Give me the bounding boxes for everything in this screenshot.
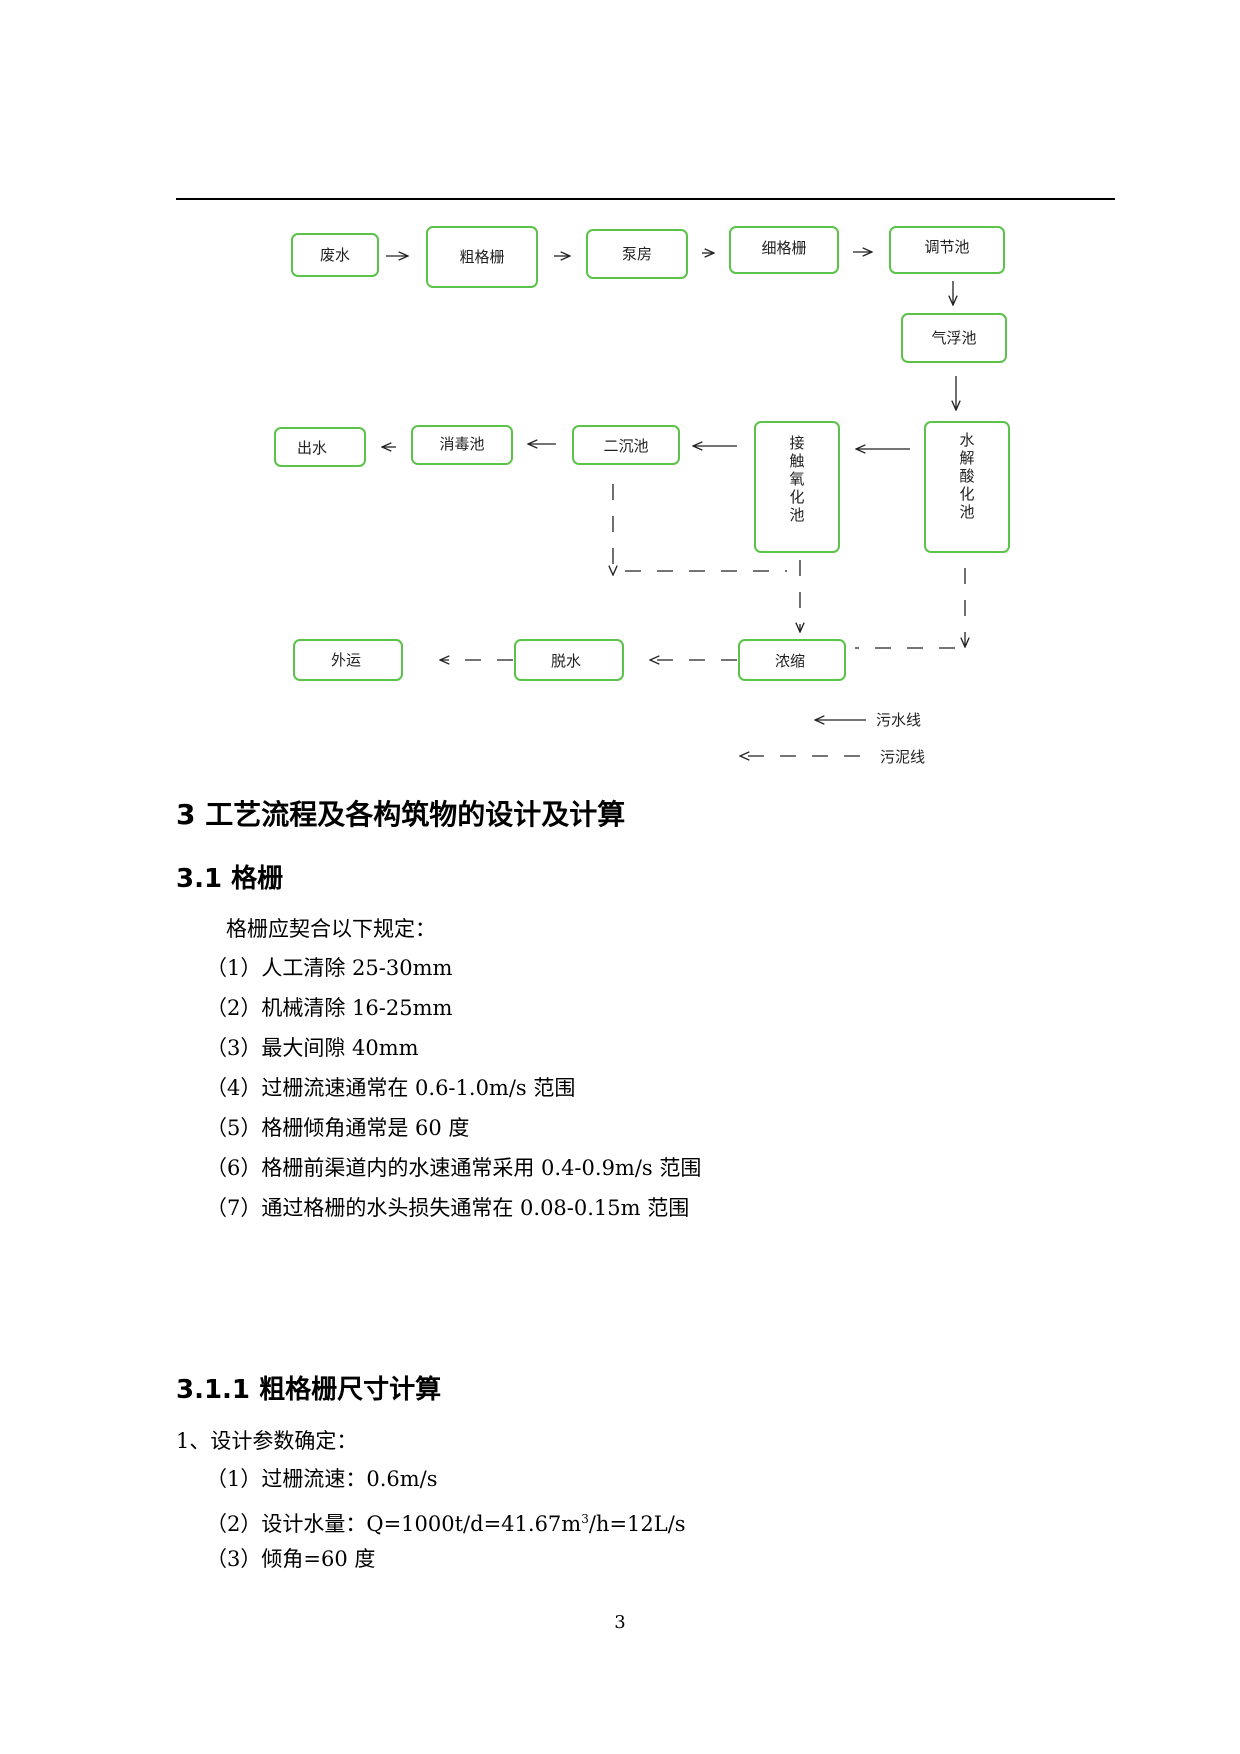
header-rule: [176, 198, 1115, 200]
rule-item: （6）格栅前渠道内的水速通常采用 0.4-0.9m/s 范围: [206, 1156, 702, 1180]
section-heading-3-1-1: 3.1.1 粗格栅尺寸计算: [176, 1375, 442, 1405]
param-item: （3）倾角=60 度: [206, 1547, 376, 1571]
param-item: （1）过栅流速：0.6m/s: [206, 1467, 438, 1491]
param-flow-suffix: /h=12L/s: [588, 1512, 686, 1536]
vertical-label-char: 酸: [959, 467, 974, 485]
vertical-label-char: 接: [789, 434, 804, 452]
vertical-label-char: 池: [959, 503, 974, 521]
node-dewatering-box: [514, 639, 624, 681]
node-disinfection-tank-label: 消毒池: [439, 435, 484, 453]
page-number: 3: [614, 1612, 626, 1633]
node-coarse-screen-box: [426, 226, 538, 288]
node-wastewater-label: 废水: [320, 246, 350, 264]
rule-item: （2）机械清除 16-25mm: [206, 996, 453, 1020]
node-coarse-screen-label: 粗格栅: [459, 248, 504, 266]
node-pump-house-label: 泵房: [622, 245, 652, 263]
node-dewatering-label: 脱水: [551, 652, 581, 670]
rule-item: （3）最大间隙 40mm: [206, 1036, 419, 1060]
node-secondary-clarifier-box: [572, 425, 680, 465]
node-thickening-label: 浓缩: [775, 652, 805, 670]
vertical-label-char: 触: [789, 452, 804, 470]
node-haul-away-label: 外运: [331, 651, 361, 669]
legend-sewage-line-label: 污水线: [876, 711, 921, 729]
design-params-list: （1）过栅流速：0.6m/s （2）设计水量：Q=1000t/d=41.67m3…: [206, 1464, 686, 1584]
node-pump-house-box: [586, 229, 688, 279]
param-flow-superscript: 3: [581, 1512, 589, 1526]
node-flotation-tank-box: [901, 313, 1007, 363]
legend-sludge-line-label: 污泥线: [880, 748, 925, 766]
vertical-label-char: 解: [959, 449, 974, 467]
vertical-label-char: 化: [959, 485, 974, 503]
design-params-title: 1、设计参数确定：: [176, 1429, 358, 1453]
vertical-label-char: 氧: [789, 470, 804, 488]
section-heading-3-1: 3.1 格栅: [176, 864, 284, 894]
node-haul-away-box: [293, 639, 403, 681]
node-wastewater-box: [291, 233, 379, 277]
screen-rules-list: （1）人工清除 25-30mm （2）机械清除 16-25mm （3）最大间隙 …: [206, 953, 701, 1233]
node-contact-oxidation-box: [754, 421, 840, 553]
node-fine-screen-box: [729, 226, 839, 274]
process-flow-diagram: 废水 粗格栅 泵房 细格栅 调节池 气浮池 二沉池 消毒池 出水 浓缩 脱水 外…: [274, 226, 1010, 766]
node-hydrolysis-tank-box: [924, 421, 1010, 553]
node-equalization-tank-label: 调节池: [924, 238, 969, 256]
node-flotation-tank-label: 气浮池: [931, 329, 976, 347]
legend: 污水线 污泥线: [740, 711, 925, 766]
screen-rules-intro: 格栅应契合以下规定：: [226, 917, 436, 941]
section-heading-3: 3 工艺流程及各构筑物的设计及计算: [176, 798, 626, 831]
rule-item: （1）人工清除 25-30mm: [206, 956, 453, 980]
vertical-label-char: 化: [789, 488, 804, 506]
rule-item: （5）格栅倾角通常是 60 度: [206, 1116, 470, 1140]
param-item: （2）设计水量：Q=1000t/d=41.67m3/h=12L/s: [206, 1504, 686, 1544]
node-equalization-tank-box: [889, 226, 1005, 274]
node-secondary-clarifier-label: 二沉池: [603, 437, 648, 455]
node-effluent-label: 出水: [297, 439, 327, 457]
vertical-label-char: 池: [789, 506, 804, 524]
rule-item: （7）通过格栅的水头损失通常在 0.08-0.15m 范围: [206, 1196, 690, 1220]
node-effluent-box: [274, 427, 366, 467]
node-disinfection-tank-box: [411, 425, 513, 465]
vertical-label-char: 水: [959, 431, 974, 449]
rule-item: （4）过栅流速通常在 0.6-1.0m/s 范围: [206, 1076, 576, 1100]
param-flow-prefix: （2）设计水量：Q=1000t/d=41.67m: [206, 1512, 582, 1536]
node-fine-screen-label: 细格栅: [761, 239, 806, 257]
node-thickening-box: [738, 639, 846, 681]
